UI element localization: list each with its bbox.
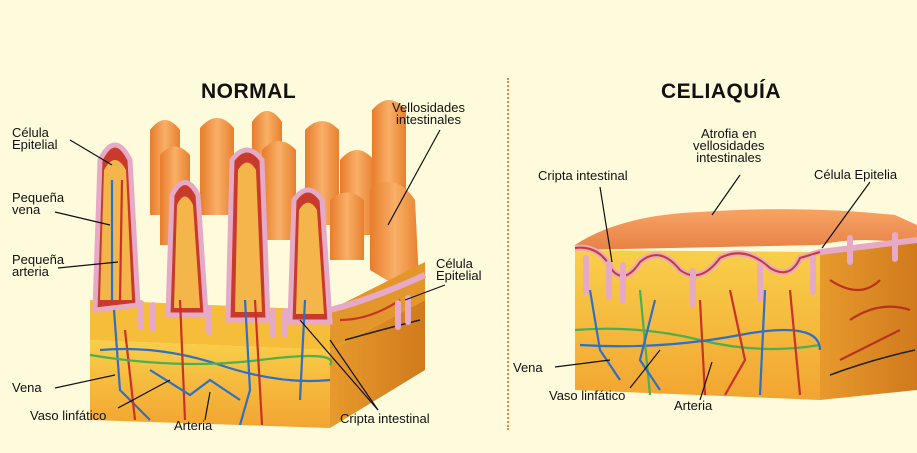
- celiac-block: [575, 209, 917, 400]
- label-pequena-vena: Pequeña vena: [12, 192, 64, 216]
- label-celula-epitelial-top: Célula Epitelial: [12, 127, 58, 151]
- label-celula-epitelial-celiac: Célula Epitelia: [814, 169, 897, 181]
- tissue-front-face: [90, 340, 330, 428]
- panel-separator: [507, 78, 509, 430]
- label-vena-normal: Vena: [12, 382, 42, 394]
- label-vaso-linfatico-celiac: Vaso linfático: [549, 390, 625, 402]
- label-cripta-intestinal-normal: Cripta intestinal: [340, 413, 430, 425]
- label-vaso-linfatico-normal: Vaso linfático: [30, 410, 106, 422]
- normal-block: [90, 100, 425, 428]
- label-celula-epitelial-right: Célula Epitelial: [436, 258, 482, 282]
- normal-title: NORMAL: [201, 80, 296, 104]
- label-arteria-celiac: Arteria: [674, 400, 712, 412]
- celiac-title: CELIAQUÍA: [661, 80, 781, 104]
- label-vena-celiac: Vena: [513, 362, 543, 374]
- label-pequena-arteria: Pequeña arteria: [12, 254, 64, 278]
- label-atrofia: Atrofia en vellosidades intestinales: [693, 128, 765, 164]
- label-arteria-normal: Arteria: [174, 420, 212, 432]
- label-vellosidades: Vellosidades intestinales: [392, 102, 465, 126]
- label-cripta-intestinal-celiac: Cripta intestinal: [538, 170, 628, 182]
